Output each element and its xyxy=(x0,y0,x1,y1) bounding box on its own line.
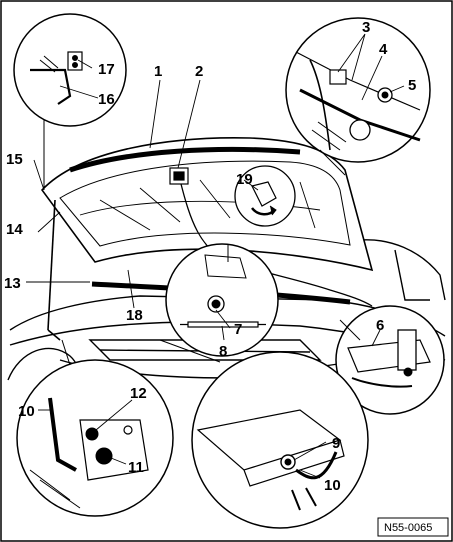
detail-connector-lines xyxy=(43,120,361,366)
detail-circle-release-lever xyxy=(335,305,445,415)
detail-circle-buffer-strip xyxy=(165,243,279,357)
callout-7: 7 xyxy=(234,321,242,338)
callout-8: 8 xyxy=(219,343,227,360)
callout-labels: 1 2 3 4 5 6 7 8 9 10 10 11 12 13 14 15 1… xyxy=(4,19,416,494)
callout-13: 13 xyxy=(4,275,21,292)
detail-circle-lock-rotation xyxy=(234,165,296,227)
callout-4: 4 xyxy=(379,41,388,58)
callout-10-rod: 10 xyxy=(18,403,35,420)
reference-code: N55-0065 xyxy=(384,522,432,534)
detail-circle-hinge-top-right xyxy=(285,17,431,163)
callout-9: 9 xyxy=(332,435,340,452)
callout-18: 18 xyxy=(126,307,143,324)
callout-19: 19 xyxy=(236,171,253,188)
callout-11: 11 xyxy=(128,459,144,476)
reference-code-box: N55-0065 xyxy=(377,517,449,537)
callout-5: 5 xyxy=(408,77,416,94)
callout-14: 14 xyxy=(6,221,23,238)
detail-circle-cable-clip xyxy=(191,351,369,529)
callout-15: 15 xyxy=(6,151,23,168)
support-rod xyxy=(47,199,61,341)
leader-lines xyxy=(26,33,405,479)
callout-3: 3 xyxy=(362,19,370,36)
callout-12: 12 xyxy=(130,385,147,402)
callout-17: 17 xyxy=(98,61,115,78)
hood-lock-assembly xyxy=(169,167,189,185)
callout-16: 16 xyxy=(98,91,115,108)
callout-2: 2 xyxy=(195,63,203,80)
detail-circle-rod-holder xyxy=(16,359,174,517)
callout-10-cable: 10 xyxy=(324,477,341,494)
callout-6: 6 xyxy=(376,317,384,334)
callout-1: 1 xyxy=(154,63,162,80)
